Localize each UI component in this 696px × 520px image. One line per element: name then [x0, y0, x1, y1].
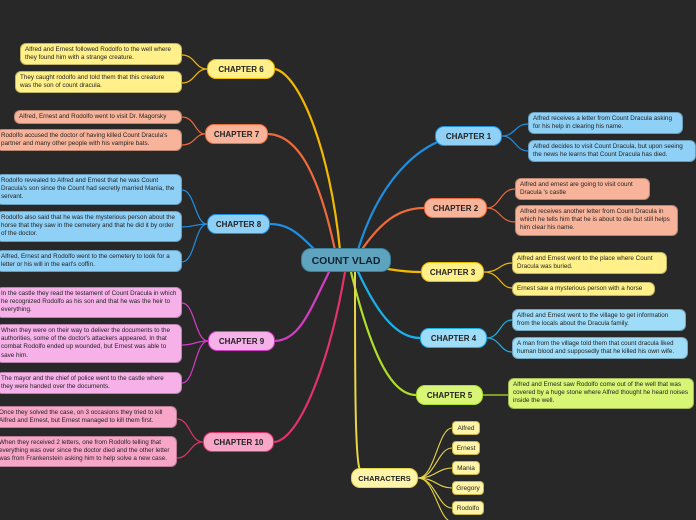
chapter-9-note-3[interactable]: The mayor and the chief of police went t… — [0, 372, 182, 395]
chapter-8-note-2[interactable]: Rodolfo also said that he was the myster… — [0, 211, 182, 242]
chapter-8-note-1[interactable]: Rodolfo revealed to Alfred and Ernest th… — [0, 174, 182, 205]
chapter-8-note-3[interactable]: Alfred, Ernest and Rodolfo went to the c… — [0, 250, 182, 273]
chapter-1-note-2[interactable]: Alfred decides to visit Count Dracula, b… — [528, 140, 696, 163]
branch-c4 — [353, 264, 421, 340]
chapter-2-topic[interactable]: CHAPTER 2 — [424, 198, 487, 218]
character-rodolfo[interactable]: Rodolfo — [452, 501, 484, 515]
chapter-2-note-1[interactable]: Alfred and ernest are going to visit cou… — [515, 178, 650, 201]
chapter-9-note-1[interactable]: In the castle they read the testament of… — [0, 287, 182, 318]
chapter-7-topic[interactable]: CHAPTER 7 — [205, 124, 268, 144]
branch-characters — [354, 271, 361, 471]
chapter-7-note-2[interactable]: Rodolfo accused the doctor of having kil… — [0, 129, 182, 152]
branch-c6 — [274, 67, 342, 251]
branch-c5 — [348, 267, 417, 397]
chapter-8-topic[interactable]: CHAPTER 8 — [207, 214, 270, 234]
character-ernest[interactable]: Ernest — [452, 441, 480, 455]
chapter-6-note-2[interactable]: They caught rodolfo and told them that t… — [15, 71, 182, 94]
chapter-3-note-2[interactable]: Ernest saw a mysterious person with a ho… — [512, 282, 655, 297]
branch-c9 — [274, 269, 331, 343]
chapter-3-topic[interactable]: CHAPTER 3 — [421, 262, 484, 282]
character-gregory[interactable]: Gregory — [452, 481, 484, 495]
branch-c10 — [273, 271, 347, 444]
chapter-7-note-1[interactable]: Alfred, Ernest and Rodolfo went to visit… — [14, 110, 182, 125]
characters-topic[interactable]: CHARACTERS — [351, 468, 418, 488]
character-mania[interactable]: Mania — [452, 461, 480, 475]
chapter-4-note-1[interactable]: Alfred and Ernest went to the village to… — [512, 309, 686, 332]
chapter-9-topic[interactable]: CHAPTER 9 — [208, 331, 275, 351]
chapter-6-topic[interactable]: CHAPTER 6 — [207, 59, 275, 79]
chapter-10-note-2[interactable]: When they received 2 letters, one from R… — [0, 436, 177, 467]
chapter-5-topic[interactable]: CHAPTER 5 — [416, 385, 483, 405]
chapter-1-topic[interactable]: CHAPTER 1 — [435, 126, 502, 146]
branch-c7 — [267, 132, 337, 251]
chapter-2-note-2[interactable]: Alfred receives another letter from Coun… — [515, 205, 678, 236]
chapter-1-note-1[interactable]: Alfred receives a letter from Count Drac… — [528, 112, 683, 135]
chapter-4-topic[interactable]: CHAPTER 4 — [420, 328, 487, 348]
root-topic[interactable]: COUNT VLAD — [301, 248, 391, 272]
chapter-10-note-1[interactable]: Once they solved the case, on 3 occasion… — [0, 406, 177, 429]
chapter-6-note-1[interactable]: Alfred and Ernest followed Rodolfo to th… — [20, 43, 182, 66]
chapter-9-note-2[interactable]: When they were on their way to deliver t… — [0, 324, 182, 363]
chapter-3-note-1[interactable]: Alfred and Ernest went to the place wher… — [512, 252, 667, 275]
character-alfred[interactable]: Alfred — [452, 421, 480, 435]
chapter-4-note-2[interactable]: A man from the village told them that co… — [512, 337, 688, 360]
chapter-10-topic[interactable]: CHAPTER 10 — [203, 432, 274, 452]
chapter-5-note-1[interactable]: Alfred and Ernest saw Rodolfo come out o… — [508, 378, 694, 409]
